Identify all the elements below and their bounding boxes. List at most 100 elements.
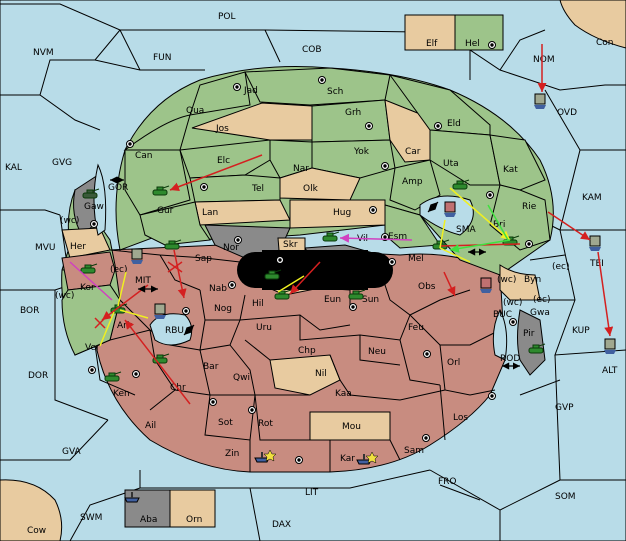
- label-Gwa: Gwa: [530, 308, 550, 318]
- label-KAL: KAL: [5, 163, 22, 173]
- supply-center-icon: [276, 256, 284, 264]
- label-Esm: Esm: [388, 232, 407, 242]
- label-Gaw: Gaw: [84, 202, 104, 212]
- label-wc2: (wc): [55, 291, 74, 301]
- label-Neu: Neu: [368, 347, 386, 357]
- supply-center-icon: [434, 122, 442, 130]
- label-Ver: Ver: [85, 343, 100, 353]
- label-wc4: (wc): [503, 298, 522, 308]
- label-wc1: (wc): [60, 216, 79, 226]
- label-SMA: SMA: [456, 225, 476, 235]
- supply-centers: [88, 41, 533, 464]
- supply-center-icon: [90, 220, 98, 228]
- label-Mou: Mou: [342, 422, 361, 432]
- label-MVU: MVU: [35, 243, 56, 253]
- supply-center-icon: [365, 122, 373, 130]
- label-Eun: Eun: [324, 295, 341, 305]
- fleet-icon: [131, 248, 143, 264]
- supply-center-icon: [423, 350, 431, 358]
- label-Kor: Kor: [80, 283, 95, 293]
- label-Bar: Bar: [203, 362, 219, 372]
- label-RBU: RBU: [165, 326, 184, 336]
- label-Amp: Amp: [402, 177, 423, 187]
- label-Sun: Sun: [362, 295, 379, 305]
- region-con[interactable]: [559, 0, 626, 49]
- label-Nab: Nab: [209, 284, 227, 294]
- army-icon: [82, 188, 100, 199]
- label-ROD: ROD: [500, 354, 520, 364]
- label-Ost: Ost: [316, 257, 332, 267]
- label-Grh: Grh: [345, 108, 361, 118]
- region-ver[interactable]: [61, 284, 121, 356]
- dislodged-star-icon: [365, 451, 379, 464]
- supply-center-icon: [488, 392, 496, 400]
- label-Cow: Cow: [27, 526, 46, 536]
- label-Jad: Jad: [243, 86, 258, 96]
- label-OVD: OVD: [557, 108, 577, 118]
- label-Eld: Eld: [447, 119, 461, 129]
- label-Obs: Obs: [418, 282, 436, 292]
- supply-center-icon: [132, 370, 140, 378]
- label-BUC: BUC: [493, 310, 512, 320]
- supply-center-icon: [349, 303, 357, 311]
- label-NOM: NOM: [533, 55, 555, 65]
- supply-center-icon: [234, 236, 242, 244]
- region-byn[interactable]: [499, 264, 541, 301]
- label-Zin: Zin: [225, 449, 239, 459]
- label-Skr: Skr: [283, 240, 298, 250]
- label-wc3: (wc): [497, 275, 516, 285]
- supply-center-icon: [509, 318, 517, 326]
- label-ec1: (ec): [110, 265, 128, 275]
- label-Hug: Hug: [333, 208, 351, 218]
- label-Veb: Veb: [286, 274, 303, 284]
- region-borders: [123, 67, 551, 251]
- label-Hil: Hil: [252, 299, 264, 309]
- label-SOM: SOM: [555, 492, 576, 502]
- supply-center-icon: [228, 281, 236, 289]
- region-pir[interactable]: [517, 309, 546, 376]
- fleet-icon: [444, 201, 456, 217]
- supply-center-icon: [88, 366, 96, 374]
- label-Pir: Pir: [523, 329, 535, 339]
- army-icon: [274, 289, 292, 300]
- label-KAM: KAM: [582, 193, 602, 203]
- label-Ken: Ken: [113, 389, 130, 399]
- label-Her: Her: [70, 242, 86, 252]
- label-Nog: Nog: [214, 304, 232, 314]
- fleet-icon: [254, 452, 270, 463]
- label-LIT: LIT: [305, 488, 319, 498]
- label-ec3: (ec): [552, 262, 570, 272]
- label-Feu: Feu: [408, 323, 424, 333]
- label-GVP: GVP: [555, 403, 574, 413]
- black-lake-inner: [262, 250, 368, 290]
- label-Rie: Rie: [522, 202, 537, 212]
- label-Ark: Ark: [117, 321, 133, 331]
- fleet-icon: [534, 93, 546, 109]
- supply-center-icon: [233, 83, 241, 91]
- region-labels: POL FUN COB NVM NOM OVD Con Elf Hel KAL …: [5, 12, 618, 536]
- label-POL: POL: [218, 12, 236, 22]
- army-icon: [152, 185, 170, 196]
- lake-gor: [93, 163, 107, 236]
- label-Nar: Nar: [293, 164, 309, 174]
- label-Sam: Sam: [404, 446, 424, 456]
- convoy-arrows: [110, 176, 520, 370]
- label-Sch: Sch: [327, 87, 343, 97]
- label-SWM: SWM: [80, 513, 102, 523]
- supply-center-icon: [126, 140, 134, 148]
- label-Chp: Chp: [298, 346, 316, 356]
- sea-borders: [0, 3, 626, 541]
- supply-center-icon: [209, 398, 217, 406]
- fleet-icon: [124, 492, 140, 503]
- label-Ail: Ail: [145, 421, 156, 431]
- label-GOR: GOR: [108, 183, 128, 193]
- fleet-markers: [124, 93, 616, 503]
- supply-center-icon: [381, 162, 389, 170]
- label-Aba: Aba: [140, 515, 157, 525]
- region-nil[interactable]: [269, 354, 341, 396]
- label-GVA: GVA: [62, 447, 82, 457]
- fleet-icon: [154, 303, 166, 319]
- label-Sap: Sap: [195, 254, 212, 264]
- army-icon: [528, 343, 546, 354]
- region-cow[interactable]: [0, 479, 63, 541]
